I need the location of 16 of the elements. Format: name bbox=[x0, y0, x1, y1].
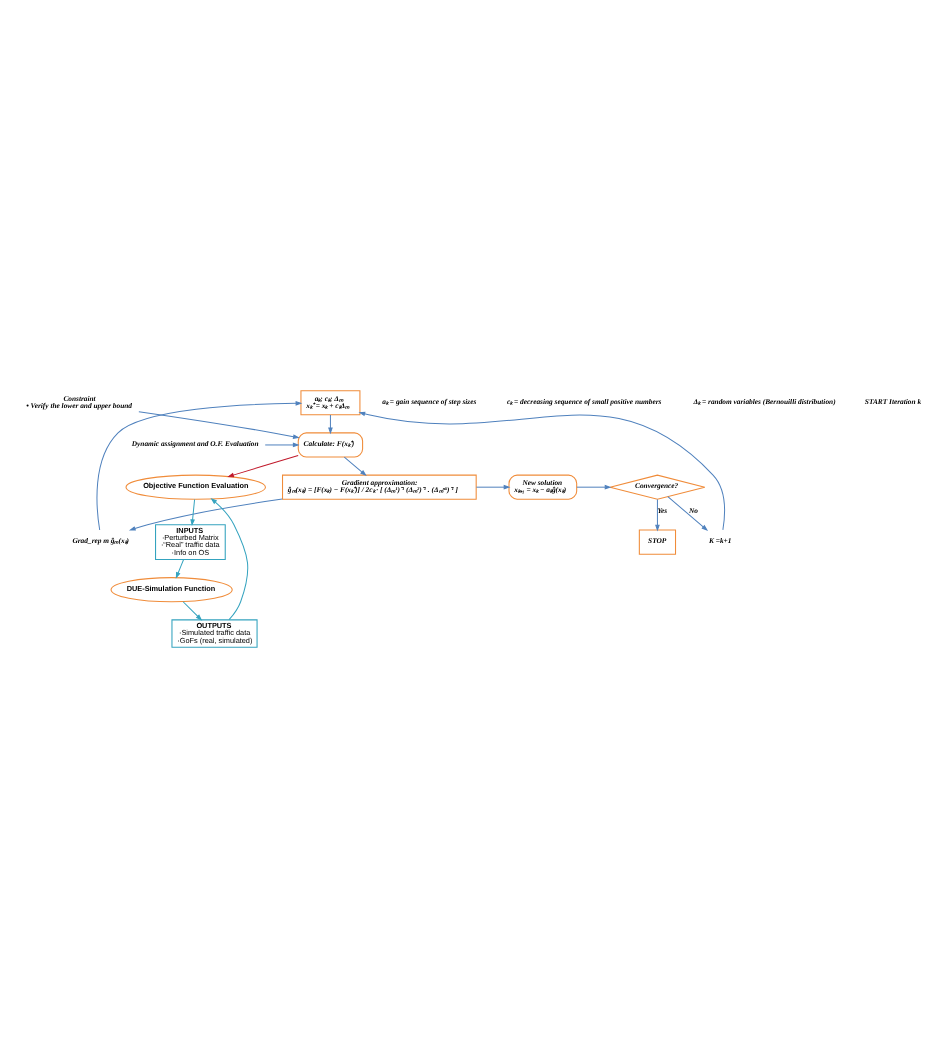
arrow bbox=[138, 411, 300, 439]
arrow bbox=[343, 456, 367, 476]
arrow bbox=[190, 498, 196, 527]
arrow bbox=[576, 484, 612, 490]
arrow bbox=[667, 496, 709, 531]
arrow bbox=[227, 454, 299, 478]
arrow bbox=[655, 498, 660, 532]
arrow bbox=[328, 414, 333, 435]
arrow bbox=[175, 559, 184, 579]
arrow bbox=[96, 401, 303, 531]
arrow bbox=[182, 601, 203, 621]
arrow bbox=[128, 498, 283, 531]
arrow bbox=[475, 484, 511, 490]
arrow bbox=[358, 411, 725, 531]
arrow bbox=[210, 498, 249, 621]
arrow bbox=[264, 442, 300, 448]
